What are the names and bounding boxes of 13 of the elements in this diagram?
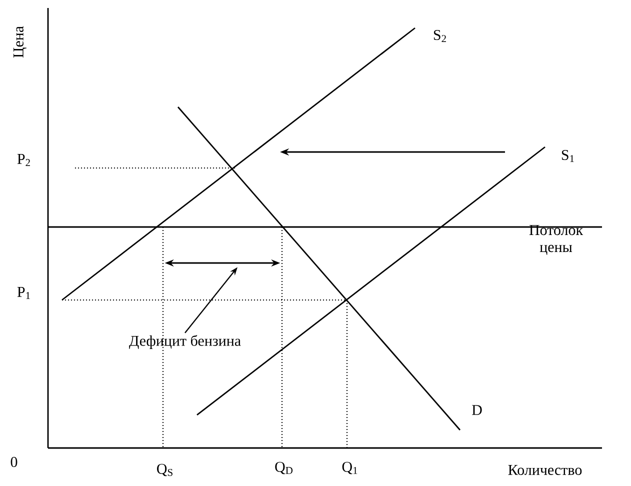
curve-label: S$_{2}$ bbox=[434, 30, 446, 42]
annotation-text: Дефицит бензина bbox=[129, 335, 241, 349]
origin-label: 0 bbox=[10, 456, 18, 468]
axis-label: Количество bbox=[508, 465, 582, 475]
tick-label: Q$_{S}$ bbox=[157, 464, 172, 476]
tick-label: P$_{1}$ bbox=[17, 287, 30, 299]
axis-label: Цена bbox=[14, 26, 27, 58]
tick-label: P$_{2}$ bbox=[17, 154, 30, 166]
line-label: Потолок цены bbox=[529, 225, 584, 255]
curve-label: S$_{1}$ bbox=[562, 150, 574, 162]
tick-label: Q$_{1}$ bbox=[342, 462, 358, 474]
tick-label: Q$_{D}$ bbox=[275, 462, 293, 474]
curve-label: D bbox=[472, 405, 482, 415]
